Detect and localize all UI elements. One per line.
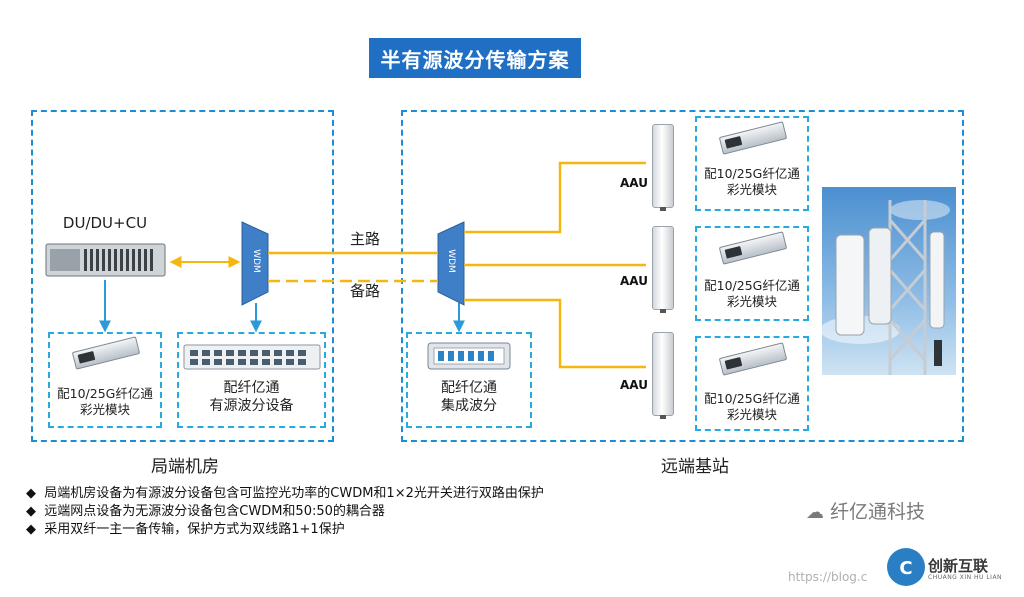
remote-module-box-2 <box>695 226 809 321</box>
du-label: DU/DU+CU <box>62 214 148 232</box>
local-module-box <box>48 332 162 428</box>
active-wdm-equipment-box <box>177 332 326 428</box>
backup-link-label: 备路 <box>349 282 380 300</box>
bullet-marker: ◆ <box>26 504 36 519</box>
active-wdm-label-line2: 有源波分设备 <box>209 398 294 414</box>
du-chassis <box>45 243 166 277</box>
company-watermark: ☁ 纤亿通科技 <box>806 497 925 524</box>
remote-module-3-line2: 彩光模块 <box>726 407 777 422</box>
tower-photo <box>820 187 956 375</box>
local-module-label-line1: 配10/25G纤亿通 <box>57 386 153 401</box>
remote-site-label: 远端基站 <box>661 457 729 477</box>
remote-module-1-line1: 配10/25G纤亿通 <box>704 166 800 181</box>
bullet-marker: ◆ <box>26 522 36 537</box>
brand-logo-icon: C <box>887 548 925 586</box>
bullet-marker: ◆ <box>26 486 36 501</box>
page-title: 半有源波分传输方案 <box>369 38 581 78</box>
bullet-item: ◆ 远端网点设备为无源波分设备包含CWDM和50:50的耦合器 <box>26 503 544 521</box>
company-watermark-text: 纤亿通科技 <box>830 501 926 523</box>
aau-unit-3 <box>652 332 674 419</box>
local-module-label-line2: 彩光模块 <box>79 402 130 417</box>
aau-label-3: AAU <box>620 378 648 392</box>
aau-label-1: AAU <box>620 176 648 190</box>
svg-text:C: C <box>899 558 912 579</box>
passive-wdm-box <box>406 332 532 428</box>
remote-wdm-shape <box>437 221 465 306</box>
passive-wdm-device <box>427 342 511 370</box>
remote-site-region <box>401 110 964 442</box>
remote-module-2-line2: 彩光模块 <box>726 294 777 309</box>
bullet-item: ◆ 局端机房设备为有源波分设备包含可监控光功率的CWDM和1×2光开关进行双路由… <box>26 485 544 503</box>
bullet-item: ◆ 采用双纤一主一备传输，保护方式为双线路1+1保护 <box>26 521 544 539</box>
local-wdm-shape <box>241 221 269 306</box>
aau-unit-2 <box>652 226 674 313</box>
remote-module-3-line1: 配10/25G纤亿通 <box>704 391 800 406</box>
active-wdm-device <box>183 344 321 370</box>
remote-wdm-label: WDM <box>446 249 456 273</box>
aau-label-2: AAU <box>620 274 648 288</box>
wechat-icon: ☁ <box>806 502 824 523</box>
bullet-text: 局端机房设备为有源波分设备包含可监控光功率的CWDM和1×2光开关进行双路由保护 <box>44 486 544 501</box>
passive-wdm-label-line1: 配纤亿通 <box>441 380 497 396</box>
local-wdm-label: WDM <box>251 249 261 273</box>
logo-watermark-cn: 创新互联 <box>928 557 989 575</box>
bullet-text: 远端网点设备为无源波分设备包含CWDM和50:50的耦合器 <box>44 504 385 519</box>
url-watermark: https://blog.c <box>788 570 868 584</box>
logo-watermark-en: CHUANG XIN HU LIAN <box>928 574 1003 581</box>
remote-module-1-line2: 彩光模块 <box>726 182 777 197</box>
main-link-label: 主路 <box>349 230 380 248</box>
active-wdm-label-line1: 配纤亿通 <box>223 380 280 396</box>
bullet-list: ◆ 局端机房设备为有源波分设备包含可监控光功率的CWDM和1×2光开关进行双路由… <box>26 485 544 539</box>
aau-unit-1 <box>652 124 674 211</box>
remote-module-2-line1: 配10/25G纤亿通 <box>704 278 800 293</box>
passive-wdm-label-line2: 集成波分 <box>441 398 497 414</box>
local-site-label: 局端机房 <box>151 457 219 477</box>
remote-module-box-3 <box>695 336 809 431</box>
bullet-text: 采用双纤一主一备传输，保护方式为双线路1+1保护 <box>44 522 345 537</box>
local-site-region <box>31 110 334 442</box>
remote-module-box-1 <box>695 116 809 211</box>
